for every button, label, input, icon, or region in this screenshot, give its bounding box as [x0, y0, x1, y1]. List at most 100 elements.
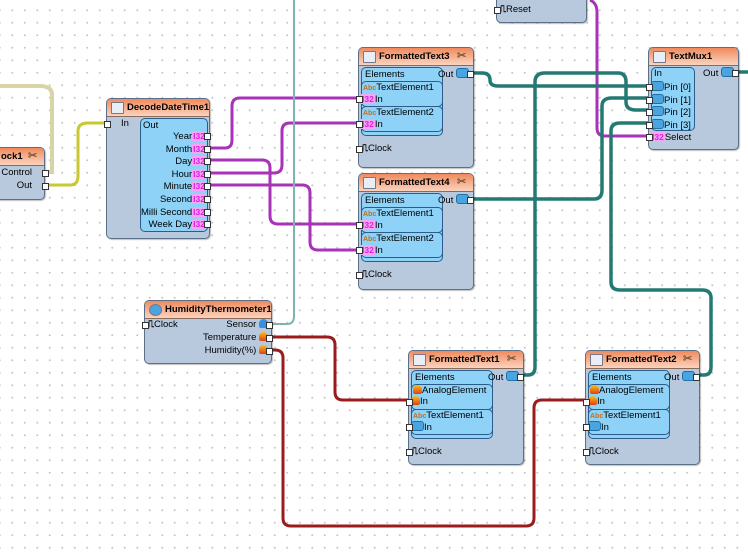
text-icon: Abc — [413, 413, 427, 420]
wire-ft4-out[interactable] — [472, 96, 648, 201]
elements-label: Elements — [365, 69, 405, 80]
in-pin[interactable] — [104, 121, 111, 128]
clock1-header[interactable]: ock1✂ — [0, 148, 44, 166]
ft-header[interactable]: FormattedText1✂ — [409, 351, 523, 369]
wire-day[interactable] — [208, 158, 358, 226]
wire-ft1-out[interactable] — [522, 71, 648, 377]
tools-icon[interactable]: ✂ — [28, 150, 38, 162]
tools-icon[interactable]: ✂ — [457, 176, 467, 188]
element-2-in-pin[interactable] — [356, 121, 363, 128]
i32-badge: I32 — [192, 219, 206, 230]
i32-badge: I32 — [192, 206, 206, 217]
output-pin[interactable] — [204, 183, 211, 191]
clock-pin[interactable] — [356, 272, 363, 279]
analog-icon — [588, 396, 597, 405]
element-2[interactable]: AbcTextElement1 — [411, 409, 493, 435]
wire-select[interactable] — [589, 0, 648, 138]
in-label: In — [420, 396, 428, 407]
out-pin[interactable] — [693, 374, 700, 381]
formatted-text-icon — [413, 354, 426, 366]
output-pin[interactable] — [204, 221, 211, 229]
text-icon: Abc — [590, 413, 604, 420]
text-icon: Abc — [363, 110, 377, 117]
reset-pin[interactable] — [494, 7, 501, 14]
tools-icon[interactable]: ✂ — [457, 50, 467, 62]
tools-icon[interactable]: ✂ — [507, 353, 517, 365]
wire-hour[interactable] — [208, 121, 358, 175]
mux-in-pin[interactable] — [646, 96, 653, 104]
in-label: In — [374, 245, 383, 256]
mux-header[interactable]: TextMux1 — [649, 48, 738, 66]
mux-in-pin[interactable] — [646, 121, 653, 129]
mux-in-pin[interactable] — [646, 109, 653, 116]
sensor-icon — [149, 304, 162, 316]
element-2[interactable]: AbcTextElement1 — [588, 409, 670, 435]
wire-clock-control[interactable] — [0, 84, 54, 174]
analog-icon — [259, 332, 268, 341]
element-label: AnalogElement — [599, 385, 664, 396]
clock-pulse-icon: ⎍ — [361, 143, 368, 154]
reset-row[interactable]: ⎍Reset — [494, 4, 531, 16]
wire-temperature[interactable] — [270, 335, 408, 402]
wire-clock-out[interactable] — [43, 121, 104, 187]
sensor-pin[interactable] — [266, 322, 273, 329]
element-1-in-pin[interactable] — [356, 96, 363, 103]
clock-pin[interactable] — [356, 146, 363, 153]
i32-badge: I32 — [192, 131, 206, 141]
wire-ft2-out[interactable] — [609, 121, 713, 377]
output-pin[interactable] — [204, 170, 211, 178]
output-pin[interactable] — [204, 196, 211, 203]
element-2-in-pin[interactable] — [583, 424, 590, 431]
humidity-pin[interactable] — [266, 348, 273, 355]
out-pin[interactable] — [42, 183, 49, 190]
clock-pin[interactable] — [406, 449, 413, 456]
humidity-thermometer-node[interactable]: HumidityThermometer1 ⎍Clock Sensor Tempe… — [142, 300, 273, 364]
wire-humidity[interactable] — [270, 348, 585, 528]
out-pin[interactable] — [517, 374, 524, 381]
out-label: Out — [16, 180, 32, 191]
temperature-pin[interactable] — [266, 335, 273, 342]
output-pin[interactable] — [204, 158, 211, 166]
wire-sensor[interactable] — [270, 0, 295, 325]
select-pin[interactable] — [646, 134, 653, 141]
element-1[interactable]: AnalogElement — [588, 384, 670, 410]
output-pin[interactable] — [204, 145, 211, 153]
control-pin[interactable] — [42, 170, 49, 177]
out-pin[interactable] — [467, 197, 474, 204]
output-pin[interactable] — [204, 133, 211, 140]
element-1-in-pin[interactable] — [406, 399, 413, 406]
out-pin[interactable] — [467, 71, 474, 78]
humid-header[interactable]: HumidityThermometer1 — [145, 301, 271, 319]
wire-ft3-out[interactable] — [472, 71, 648, 88]
top-node[interactable]: ⎍Reset — [494, 0, 587, 23]
i32-badge: I32 — [651, 132, 665, 142]
wire-month[interactable] — [208, 96, 358, 150]
out-pin[interactable] — [732, 70, 739, 77]
mux-in-pin[interactable] — [646, 84, 653, 91]
i32-badge: I32 — [361, 119, 375, 129]
tools-icon[interactable]: ✂ — [683, 353, 693, 365]
clock-pin[interactable] — [142, 322, 149, 329]
ft-header[interactable]: FormattedText3✂ — [359, 48, 473, 66]
wire-minute[interactable] — [208, 183, 358, 252]
element-2-in-pin[interactable] — [356, 247, 363, 254]
element-1-in-pin[interactable] — [583, 399, 590, 406]
output-pin[interactable] — [204, 208, 211, 216]
element-1[interactable]: AnalogElement — [411, 384, 493, 410]
select-label: Select — [664, 132, 692, 143]
element-2-in-pin[interactable] — [406, 424, 413, 431]
clock1-node[interactable]: ock1✂ Control Out — [0, 147, 49, 200]
clock-pin[interactable] — [583, 449, 590, 456]
ft-header[interactable]: FormattedText2✂ — [586, 351, 699, 369]
ft-header[interactable]: FormattedText4✂ — [359, 174, 473, 192]
element-1-in-pin[interactable] — [356, 222, 363, 229]
text-mux-node[interactable]: TextMux1 In Pin [0]Pin [1]Pin [2]Pin [3]… — [646, 47, 739, 150]
out-label: Out — [488, 372, 504, 383]
decode-header[interactable]: DecodeDateTime1 — [107, 99, 209, 117]
